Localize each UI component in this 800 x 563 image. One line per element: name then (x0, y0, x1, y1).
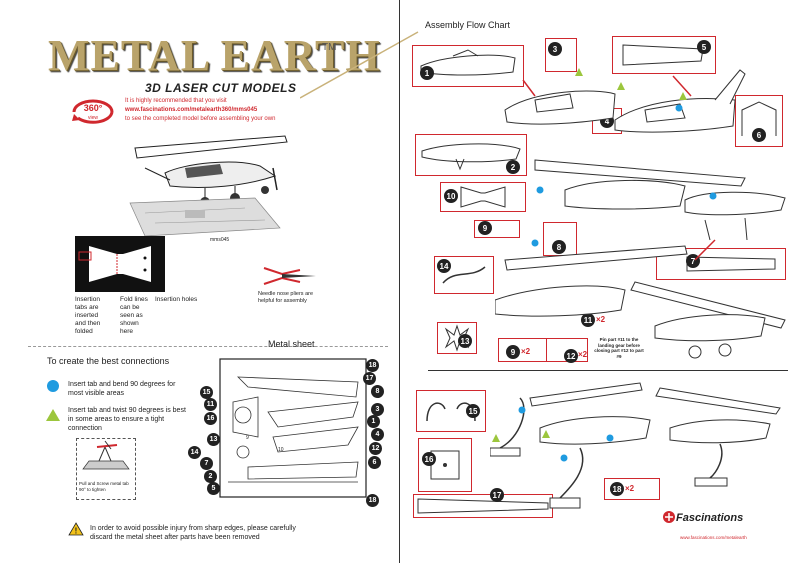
finished-model-illustration (129, 135, 288, 237)
safety-warning: In order to avoid possible injury from s… (90, 524, 296, 542)
part-2-drawing (421, 143, 521, 171)
step-3-number: 3 (548, 42, 562, 56)
sheet-part-1: 1 (367, 415, 380, 428)
pull-screw-label: Pull and Screw metal tab 90° to tighten (79, 481, 129, 492)
warning-line-2: discard the metal sheet after parts have… (90, 534, 260, 541)
pull-screw-illustration (82, 440, 130, 470)
fascinations-logo-icon (663, 511, 675, 523)
step-12-number: 12 (564, 349, 578, 363)
badge-360-text: 360° (84, 103, 103, 113)
step-18-number: 18 (610, 482, 624, 496)
info-line-3: to see the completed model before assemb… (125, 116, 276, 122)
sheet-part-9: 9 (246, 435, 249, 441)
tab-fold-diagram (75, 236, 165, 292)
step-10-number: 10 (444, 189, 458, 203)
section-divider (28, 346, 388, 347)
blue-instruction: Insert tab and bend 90 degrees for most … (68, 381, 176, 397)
warning-line-1: In order to avoid possible injury from s… (90, 525, 296, 532)
step-9-multiplier: ×2 (521, 347, 531, 356)
sheet-part-10: 10 (278, 447, 284, 453)
model-code: mms045 (210, 237, 230, 243)
fascinations-logo-text: Fascinations (676, 512, 744, 524)
step-16-number: 16 (422, 452, 436, 466)
part-16-drawing (430, 450, 460, 480)
step-6-number: 6 (752, 128, 766, 142)
green-triangle-icon (46, 409, 60, 421)
pin-note: Pin part #11 to the landing gear before … (594, 337, 644, 359)
insertion-holes-label: Insertion holes (155, 296, 198, 303)
green-instruction: Insert tab and twist 90 degrees is best … (68, 407, 186, 432)
step-16-box (418, 438, 472, 492)
sheet-part-18a: 18 (366, 359, 379, 372)
pliers-icon (263, 267, 316, 285)
step-11-multiplier: ×2 (596, 315, 606, 324)
stand-assembly-illustrations (490, 382, 781, 509)
part-5-drawing (622, 44, 704, 66)
pull-screw-box: Pull and Screw metal tab 90° to tighten (76, 438, 136, 500)
badge-view-text: view (88, 115, 98, 121)
sheet-part-16: 16 (204, 412, 217, 425)
part-17-drawing (417, 498, 549, 514)
model-url-link[interactable]: www.fascinations.com/metalearth360/mms04… (125, 107, 258, 113)
sheet-part-8: 8 (371, 385, 384, 398)
view-360-icon: 360° view (72, 99, 114, 124)
sheet-part-6: 6 (368, 456, 381, 469)
sheet-part-7: 7 (200, 457, 213, 470)
visit-website-note: It is highly recommended that you visit … (125, 97, 275, 124)
step-14-box (434, 256, 494, 294)
step-1-number: 1 (420, 66, 434, 80)
step-17-box (413, 494, 553, 518)
part-1-drawing (420, 49, 516, 76)
part-6-drawing (741, 101, 777, 136)
step-5-number: 5 (697, 40, 711, 54)
step-7-box (656, 248, 786, 280)
pliers-label: Needle nose pliers are helpful for assem… (258, 291, 314, 304)
fold-lines-label: Fold lines can be seen as shown here (120, 296, 148, 335)
warning-icon: ! (68, 522, 84, 536)
step-14-number: 14 (437, 259, 451, 273)
decorative-swoosh (300, 31, 419, 99)
sheet-part-12: 12 (369, 442, 382, 455)
sheet-part-3: 3 (371, 403, 384, 416)
sheet-part-13: 13 (207, 433, 220, 446)
part-14-drawing (442, 266, 486, 284)
part-7-drawing (686, 256, 776, 272)
step-8-number: 8 (552, 240, 566, 254)
part-10-drawing (460, 186, 506, 208)
metal-sheet-title: Metal sheet (268, 339, 315, 349)
blue-dot-icon (47, 380, 59, 392)
sheet-part-15: 15 (200, 386, 213, 399)
fascinations-url[interactable]: www.fascinations.com/metalearth (680, 535, 747, 540)
sheet-part-2: 2 (204, 470, 217, 483)
step-12-multiplier: ×2 (578, 350, 588, 359)
assembly-divider (428, 370, 788, 371)
sheet-part-5: 5 (207, 482, 220, 495)
brand-subtitle: 3D LASER CUT MODELS (145, 81, 297, 95)
step-17-number: 17 (490, 488, 504, 502)
assembly-plane-illustrations (495, 68, 786, 359)
step-9-number: 9 (478, 221, 492, 235)
svg-text:!: ! (75, 527, 78, 536)
sheet-part-18b: 18 (366, 494, 379, 507)
step-18-multiplier: ×2 (625, 484, 635, 493)
sheet-part-4: 4 (371, 428, 384, 441)
sheet-part-17: 17 (363, 372, 376, 385)
trademark-mark: TM (322, 42, 337, 53)
page-divider (399, 0, 400, 563)
metal-sheet-diagram (219, 358, 367, 498)
step-13-number: 13 (458, 334, 472, 348)
step-1-box (412, 45, 524, 87)
insertion-tabs-label: Insertion tabs are inserted and then fol… (75, 296, 101, 335)
assembly-title: Assembly Flow Chart (425, 20, 511, 30)
step-9x2-number: 9 (506, 345, 520, 359)
step-2-number: 2 (506, 160, 520, 174)
step-11-number: 11 (581, 313, 595, 327)
step-15-number: 15 (466, 404, 480, 418)
brand-logo: METAL EARTH (48, 31, 381, 80)
sheet-part-11: 11 (204, 398, 217, 411)
connections-heading: To create the best connections (47, 356, 170, 366)
sheet-part-14: 14 (188, 446, 201, 459)
info-line-1: It is highly recommended that you visit (125, 98, 227, 104)
